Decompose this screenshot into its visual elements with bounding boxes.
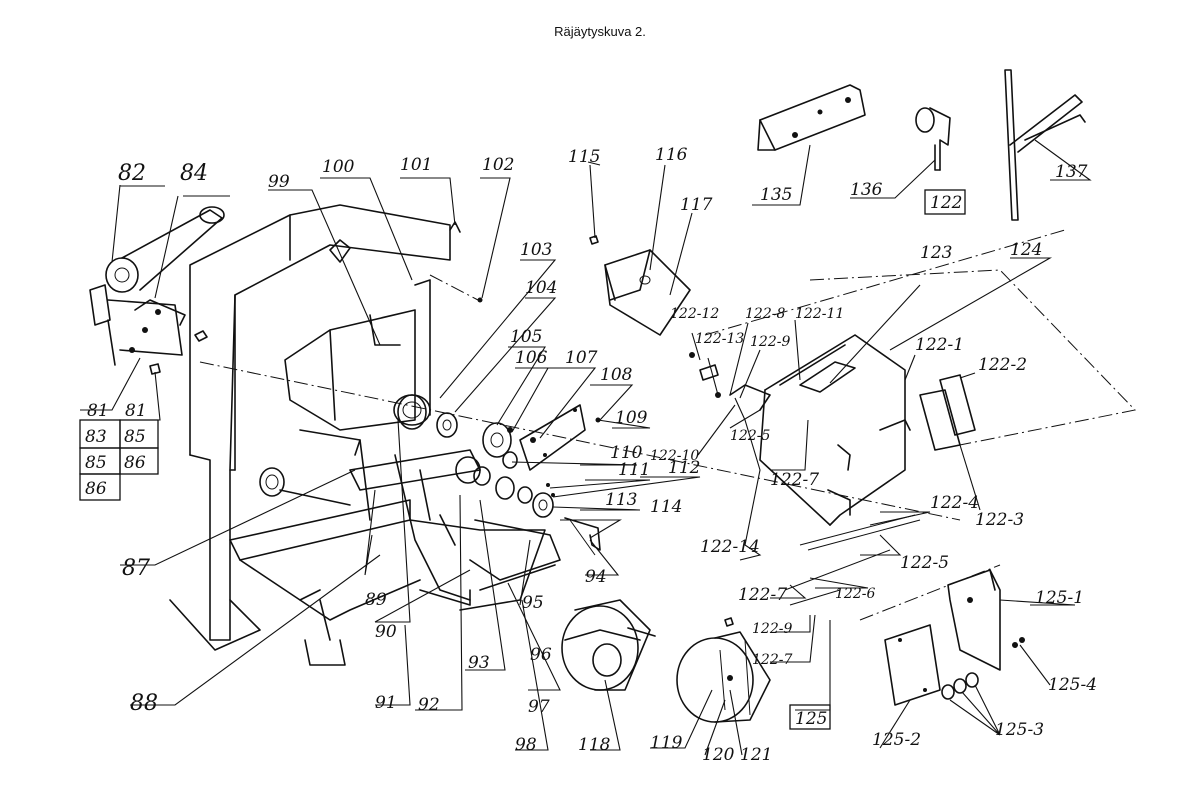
- label-122-10: 122-10: [650, 448, 699, 464]
- label-122-3: 122-3: [975, 510, 1024, 530]
- label-122-9: 122-9: [750, 334, 790, 350]
- label-109: 109: [615, 408, 648, 428]
- label-102: 102: [482, 155, 514, 175]
- drum-118: [561, 599, 656, 691]
- label-99: 99: [268, 172, 290, 192]
- boxed-labels: [79, 189, 966, 730]
- drum-119: [676, 617, 771, 723]
- label-106: 106: [515, 348, 548, 368]
- hood-122: [689, 334, 976, 606]
- label-91: 91: [375, 693, 397, 713]
- label-124: 124: [1010, 240, 1042, 260]
- label-114: 114: [650, 497, 682, 517]
- label-122-11: 122-11: [795, 306, 844, 322]
- label-115: 115: [568, 147, 600, 167]
- label-116: 116: [655, 145, 688, 165]
- label-88: 88: [130, 691, 158, 716]
- label-97: 97: [528, 697, 550, 717]
- label-122-5b: 122-5: [900, 553, 949, 573]
- label-85a: 85: [85, 453, 107, 473]
- label-122-5a: 122-5: [730, 428, 770, 444]
- label-87: 87: [122, 556, 150, 581]
- label-112: 112: [668, 458, 700, 478]
- bracket-135: [757, 84, 866, 151]
- label-122-2: 122-2: [978, 355, 1027, 375]
- motor-assembly: [89, 206, 225, 375]
- label-135: 135: [760, 185, 792, 205]
- label-122-1: 122-1: [915, 335, 964, 355]
- label-125: 125: [795, 709, 827, 729]
- label-121: 121: [740, 745, 772, 765]
- label-83: 83: [85, 427, 107, 447]
- label-119: 119: [650, 733, 683, 753]
- label-122-8: 122-8: [745, 306, 785, 322]
- label-81a: 81: [87, 401, 109, 421]
- label-122-7c: 122-7: [752, 652, 792, 668]
- label-103: 103: [520, 240, 552, 260]
- label-120: 120: [702, 745, 735, 765]
- guide-lines: [199, 229, 1136, 621]
- label-86b: 86: [124, 453, 146, 473]
- label-94: 94: [585, 567, 607, 587]
- label-122: 122: [930, 193, 962, 213]
- label-137: 137: [1055, 162, 1088, 182]
- hub-parts: [397, 221, 601, 556]
- rod-137: [1004, 69, 1086, 221]
- label-123: 123: [920, 243, 952, 263]
- label-81b: 81: [125, 401, 147, 421]
- label-136: 136: [850, 180, 883, 200]
- label-125-4: 125-4: [1048, 675, 1097, 695]
- label-110: 110: [610, 443, 643, 463]
- label-125-2: 125-2: [872, 730, 921, 750]
- label-85b: 85: [124, 427, 146, 447]
- label-125-1: 125-1: [1035, 588, 1084, 608]
- leader-lines: [80, 139, 1092, 756]
- label-122-9b: 122-9: [752, 621, 792, 637]
- label-92: 92: [418, 695, 440, 715]
- label-117: 117: [680, 195, 713, 215]
- label-111: 111: [618, 460, 650, 480]
- label-89: 89: [365, 590, 387, 610]
- label-122-7a: 122-7: [770, 470, 819, 490]
- label-93: 93: [468, 653, 490, 673]
- label-104: 104: [525, 278, 557, 298]
- label-122-13: 122-13: [695, 331, 744, 347]
- bracket-116-117: [589, 235, 691, 336]
- label-122-7b: 122-7: [738, 585, 787, 605]
- label-84: 84: [180, 161, 208, 186]
- bracket-125: [884, 569, 1025, 706]
- label-90: 90: [375, 622, 397, 642]
- label-122-12: 122-12: [670, 306, 719, 322]
- label-105: 105: [510, 327, 542, 347]
- label-118: 118: [578, 735, 611, 755]
- label-86a: 86: [85, 479, 107, 499]
- label-125-3: 125-3: [995, 720, 1044, 740]
- label-98: 98: [515, 735, 537, 755]
- label-95: 95: [522, 593, 544, 613]
- page-title: Räjäytyskuva 2.: [554, 24, 646, 39]
- label-108: 108: [600, 365, 633, 385]
- fitting-136: [915, 107, 951, 171]
- label-101: 101: [400, 155, 432, 175]
- label-122-14: 122-14: [700, 537, 760, 557]
- label-96: 96: [530, 645, 552, 665]
- label-82: 82: [118, 161, 146, 186]
- label-122-6: 122-6: [835, 586, 875, 602]
- label-122-4: 122-4: [930, 493, 979, 513]
- part-labels: 82 84 99 100 101 102 103 104 105 106 107…: [85, 145, 1097, 765]
- label-113: 113: [605, 490, 637, 510]
- label-107: 107: [565, 348, 598, 368]
- label-100: 100: [322, 157, 355, 177]
